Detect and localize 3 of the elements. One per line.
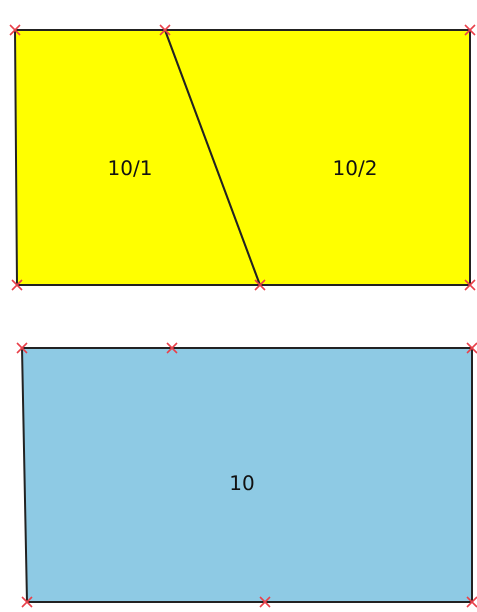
parcel-number: 10/2: [332, 156, 378, 180]
parcel-number: 10/1: [108, 156, 152, 180]
parcel-number: 10: [229, 471, 255, 495]
